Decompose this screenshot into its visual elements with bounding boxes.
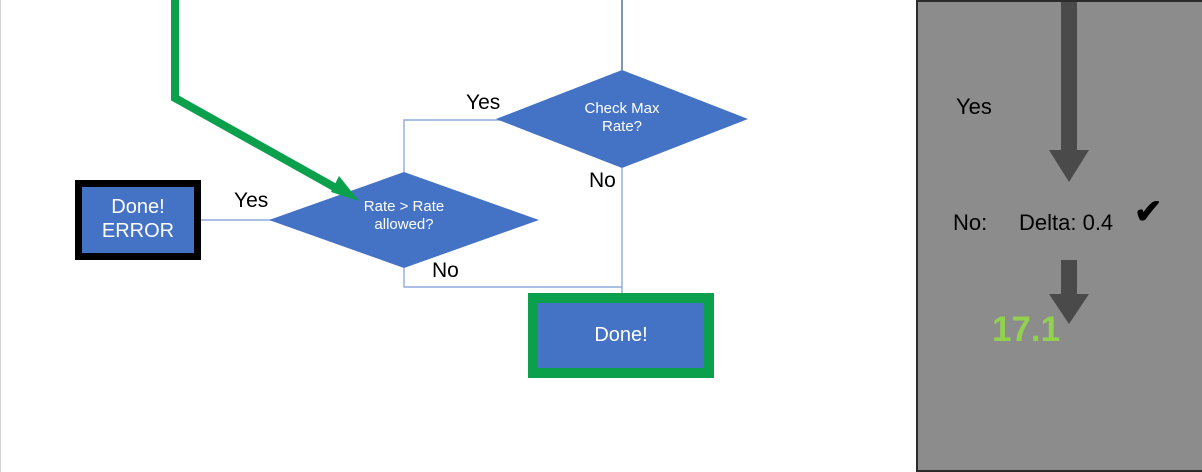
edge-label-rate-yes: Yes xyxy=(234,189,269,212)
flowchart-connectors xyxy=(171,0,748,293)
down-arrow-bottom-icon xyxy=(1049,260,1089,324)
decision-check-max-rate[interactable] xyxy=(496,70,748,168)
panel-delta-value: Delta: 0.4 xyxy=(1019,210,1114,235)
connector-rate-no xyxy=(403,268,622,288)
terminal-done-error-label: Done! ERROR xyxy=(101,196,175,242)
edge-label-rate-no: No xyxy=(432,259,459,282)
side-panel: Yes No: Delta: 0.4 ✔ 17.1 xyxy=(916,0,1202,472)
terminal-done[interactable]: Done! xyxy=(528,293,714,378)
flowchart-area: Rate > Rate allowed? Check Max Rate? Yes… xyxy=(1,0,916,472)
edge-label-maxrate-yes: Yes xyxy=(466,91,501,114)
terminal-done-label: Done! xyxy=(594,323,648,346)
checkmark-icon: ✔ xyxy=(1134,193,1163,231)
connector-rate-yes-to-maxrate xyxy=(403,119,514,172)
panel-no-label: No: xyxy=(953,210,988,235)
panel-result-value: 17.1 xyxy=(991,310,1061,349)
edge-label-maxrate-no: No xyxy=(589,169,616,192)
panel-yes-label: Yes xyxy=(956,94,992,119)
down-arrow-top-icon xyxy=(1049,2,1089,182)
panel-arrows xyxy=(1049,2,1089,324)
highlight-path-arrow xyxy=(171,0,359,201)
terminal-done-error[interactable]: Done! ERROR xyxy=(75,180,201,260)
decision-rate-greater-than-allowed[interactable] xyxy=(269,172,539,268)
